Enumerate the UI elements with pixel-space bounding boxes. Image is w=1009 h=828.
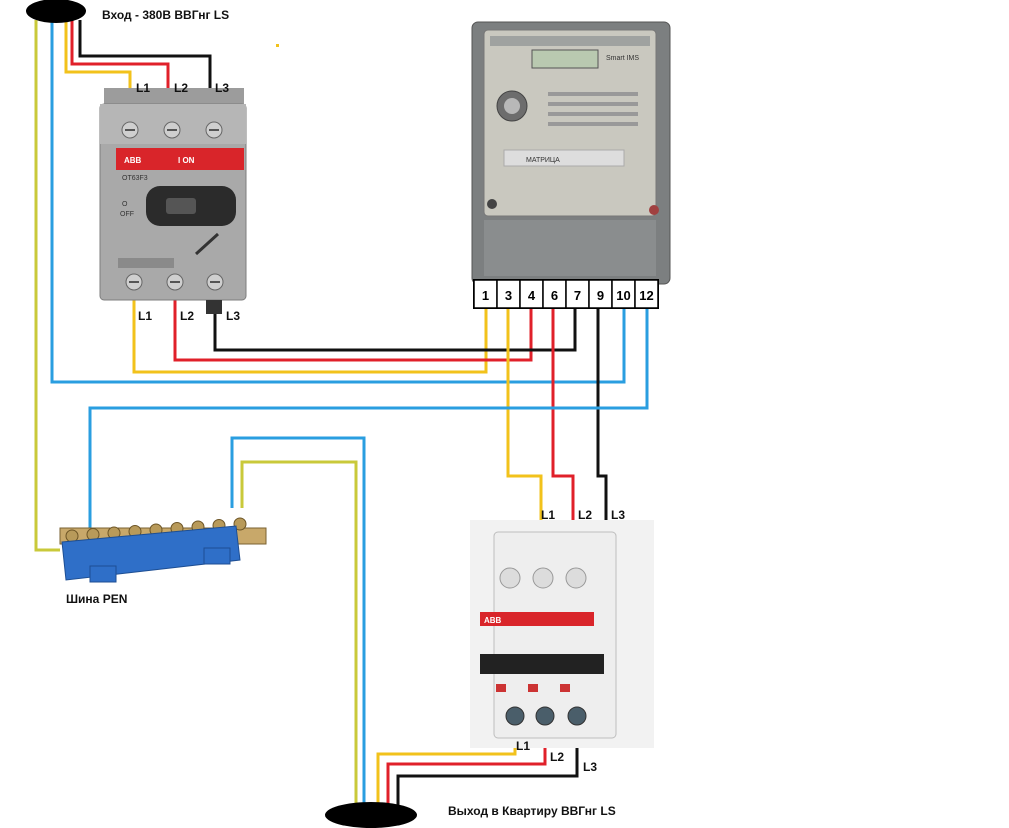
wire-pe-input xyxy=(34,20,60,552)
wire-l3-switch-meter xyxy=(213,300,577,352)
circuit-breaker: ABB xyxy=(470,520,654,748)
abb-switch-on-label: I ON xyxy=(178,156,195,165)
breaker-top-l2-label: L2 xyxy=(578,508,592,522)
breaker-top-l3-label: L3 xyxy=(611,508,625,522)
meter-brand: МАТРИЦА xyxy=(526,157,560,164)
switch-bottom-l1-label: L1 xyxy=(138,309,152,323)
meter-terminal-number: 10 xyxy=(616,288,630,303)
wires xyxy=(34,20,649,808)
pen-bus-screw xyxy=(233,517,247,531)
breaker-toggle xyxy=(480,654,604,674)
meter-terminal-number: 9 xyxy=(597,288,604,303)
wire-n-input xyxy=(50,20,626,384)
pen-bus xyxy=(59,517,267,583)
breaker-red-band xyxy=(480,612,594,626)
meter-terminal-number: 6 xyxy=(551,288,558,303)
breaker-bottom-l1-label: L1 xyxy=(516,739,530,753)
switch-top-l3-label: L3 xyxy=(215,81,229,95)
meter-logo: Smart IMS xyxy=(606,55,639,62)
wire-l3-meter-breaker xyxy=(596,306,608,538)
meter-terminal-number: 12 xyxy=(639,288,653,303)
switch-top-l2-label: L2 xyxy=(174,81,188,95)
abb-switch-off-label: OFF xyxy=(120,211,134,218)
meter-terminal-number: 1 xyxy=(482,288,489,303)
meter-terminal-number: 3 xyxy=(505,288,512,303)
breaker-top-l1-label: L1 xyxy=(541,508,555,522)
wire-l2-switch-meter xyxy=(173,300,533,362)
wire-l1-meter-breaker xyxy=(506,306,543,538)
wire-l1-switch-meter xyxy=(132,300,488,374)
abb-switch-disconnector: ABB I ON OT63F3 O OFF xyxy=(99,88,247,314)
bus-caption: Шина PEN xyxy=(66,592,127,606)
switch-bottom-l3-label: L3 xyxy=(226,309,240,323)
output-caption: Выход в Квартиру ВВГнг LS xyxy=(448,804,616,818)
input-caption: Вход - 380В ВВГнг LS xyxy=(102,8,229,22)
breaker-bottom-l3-label: L3 xyxy=(583,760,597,774)
abb-switch-brand: ABB xyxy=(124,156,142,165)
switch-top-l1-label: L1 xyxy=(136,81,150,95)
meter-terminal-number: 4 xyxy=(528,288,536,303)
abb-switch-off-symbol: O xyxy=(122,201,128,208)
abb-switch-model: OT63F3 xyxy=(122,175,148,182)
abb-switch-red-band xyxy=(116,148,244,170)
meter-display xyxy=(531,49,599,69)
breaker-bottom-l2-label: L2 xyxy=(550,750,564,764)
breaker-brand: ABB xyxy=(484,616,502,625)
wire-l2-meter-breaker xyxy=(551,306,575,538)
wire-l2-input xyxy=(70,20,170,104)
wire-l3-input xyxy=(78,20,212,104)
wire-pe-bus-output xyxy=(240,460,358,808)
switch-bottom-l2-label: L2 xyxy=(180,309,194,323)
meter-terminal-number: 7 xyxy=(574,288,581,303)
output-cable-end xyxy=(325,802,417,828)
wire-n-bus-output xyxy=(230,436,366,808)
wire-n-meter-bus xyxy=(88,306,649,530)
input-cable-end xyxy=(26,0,86,23)
meter-terminal-cell xyxy=(634,279,659,309)
